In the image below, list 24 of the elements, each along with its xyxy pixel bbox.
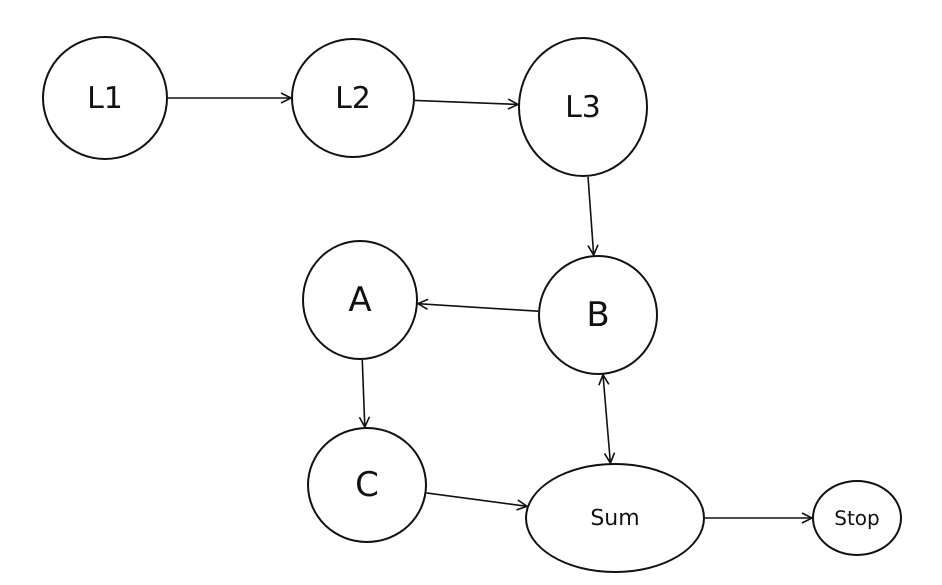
arrow [414,98,519,110]
node-label: B [586,295,610,335]
circle-node [42,36,168,160]
arrow [587,176,599,256]
node-label: C [355,465,379,505]
arrow [168,92,292,104]
arrow [358,360,370,428]
circle-node [518,37,648,177]
node-label: Sum [590,506,640,530]
circle-node [538,255,658,375]
circle-node [302,240,418,360]
node-label: L1 [87,80,123,116]
arrow [705,512,813,524]
arrow [426,492,528,511]
node-label: L3 [565,90,601,124]
circle-node [812,480,902,556]
arrow [598,374,616,464]
node-label: A [348,280,372,320]
arrow [417,298,538,312]
circle-node [307,427,427,543]
node-label: L2 [335,80,371,116]
node-label: Stop [834,506,880,530]
circle-node [291,38,415,158]
circle-node [525,463,705,573]
